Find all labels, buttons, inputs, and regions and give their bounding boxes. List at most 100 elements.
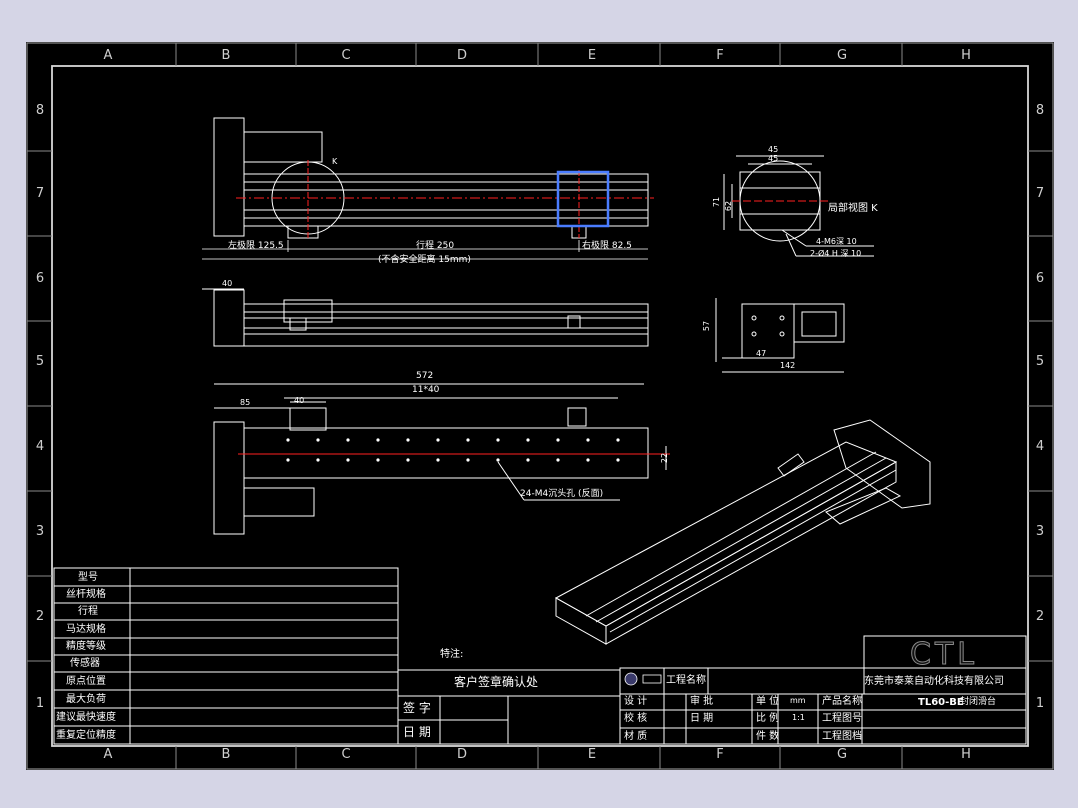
zone-row-right: 4 bbox=[1035, 439, 1045, 454]
zone-row-left: 8 bbox=[35, 103, 45, 118]
zone-col-top: C bbox=[341, 48, 351, 63]
zone-row-right: 8 bbox=[1035, 103, 1045, 118]
review-label: 审 批 bbox=[690, 696, 714, 707]
model-name: TL60-BE bbox=[918, 697, 964, 708]
customer-date-label: 日 期 bbox=[403, 725, 431, 739]
spec-label-origin: 原点位置 bbox=[66, 676, 106, 687]
hole-pitch-dim: 11*40 bbox=[412, 385, 440, 395]
stroke-dim: 行程 250 bbox=[416, 241, 455, 251]
dim-57: 57 bbox=[702, 320, 712, 332]
pin-holes-note: 2-Ø4 H 深 10 bbox=[810, 249, 862, 258]
right-limit-dim: 右极限 82.5 bbox=[582, 241, 632, 251]
front-view bbox=[213, 117, 649, 239]
spec-label-sensor: 传感器 bbox=[70, 658, 100, 669]
scale-value: 1:1 bbox=[792, 713, 805, 722]
zone-col-top: A bbox=[103, 48, 113, 63]
zone-row-left: 3 bbox=[35, 524, 45, 539]
zone-col-bottom: D bbox=[456, 747, 467, 762]
zone-row-left: 7 bbox=[35, 186, 45, 201]
dim-62: 62 bbox=[724, 200, 734, 212]
model-suffix: 封闭滑台 bbox=[960, 697, 997, 707]
scale-label: 比 例 bbox=[756, 713, 780, 724]
dim-85: 85 bbox=[240, 398, 251, 407]
zone-col-bottom: H bbox=[961, 747, 971, 762]
zone-col-bottom: B bbox=[221, 747, 231, 762]
spec-label-motor: 马达规格 bbox=[66, 624, 106, 635]
tapped-holes-note: 4-M6深 10 bbox=[816, 237, 857, 246]
zone-row-right: 2 bbox=[1035, 609, 1045, 624]
dim-40-bottom: 40 bbox=[294, 396, 305, 405]
overall-length-dim: 572 bbox=[416, 371, 434, 381]
spec-label-repeatability: 重复定位精度 bbox=[56, 730, 116, 741]
outer-border bbox=[26, 42, 1054, 770]
zone-col-top: G bbox=[836, 48, 848, 63]
zone-col-top: F bbox=[716, 48, 724, 63]
zone-row-right: 7 bbox=[1035, 186, 1045, 201]
zone-row-left: 2 bbox=[35, 609, 45, 624]
zone-row-right: 3 bbox=[1035, 524, 1045, 539]
design-label: 设 计 bbox=[624, 696, 648, 707]
bottom-holes bbox=[286, 438, 620, 462]
customer-sign-label: 签 字 bbox=[403, 701, 431, 715]
zone-row-left: 1 bbox=[35, 696, 45, 711]
detail-view-label: 局部视图 K bbox=[828, 203, 878, 214]
spec-label-stroke: 行程 bbox=[78, 606, 98, 617]
notes-label: 特注: bbox=[440, 649, 464, 660]
zone-col-bottom: C bbox=[341, 747, 351, 762]
zone-row-right: 5 bbox=[1035, 354, 1045, 369]
company-name: 东莞市泰莱自动化科技有限公司 bbox=[864, 676, 1004, 687]
zone-col-top: D bbox=[456, 48, 467, 63]
spec-label-model: 型号 bbox=[78, 572, 98, 583]
zone-row-right: 6 bbox=[1035, 271, 1045, 286]
zone-col-top: E bbox=[587, 48, 597, 63]
archive-label: 工程图档 bbox=[822, 731, 862, 742]
iso-view bbox=[554, 419, 931, 645]
spec-table-lines bbox=[53, 567, 399, 745]
pieces-label: 件 数 bbox=[756, 731, 780, 742]
spec-label-accuracy: 精度等级 bbox=[66, 641, 106, 652]
unit-label: 单 位 bbox=[756, 696, 780, 707]
cad-drawing bbox=[26, 42, 1054, 770]
dim-22: 22 bbox=[660, 452, 670, 464]
zone-col-bottom: E bbox=[587, 747, 597, 762]
dim-142: 142 bbox=[780, 361, 796, 370]
carriage-highlight bbox=[556, 170, 610, 228]
material-label: 材 质 bbox=[624, 731, 648, 742]
zone-col-top: H bbox=[961, 48, 971, 63]
drawing-no-label: 工程图号 bbox=[822, 713, 862, 724]
drawing-sheet: A B C D E F G H A B C D E F G H 8 7 6 5 … bbox=[26, 42, 1054, 770]
zone-col-bottom: G bbox=[836, 747, 848, 762]
customer-confirm-title: 客户签章确认处 bbox=[454, 675, 539, 689]
bottom-view bbox=[213, 383, 667, 535]
spec-label-max-load: 最大负荷 bbox=[66, 694, 106, 705]
title-block-lines bbox=[619, 635, 1027, 745]
zone-row-right: 1 bbox=[1035, 696, 1045, 711]
check-label: 校 核 bbox=[624, 713, 648, 724]
company-logo: CTL bbox=[910, 637, 978, 672]
dim-71: 71 bbox=[712, 196, 722, 208]
zone-row-left: 6 bbox=[35, 271, 45, 286]
dim-45-outer: 45 bbox=[768, 145, 779, 154]
top-view-dim-40: 40 bbox=[222, 279, 233, 288]
top-view bbox=[202, 288, 649, 347]
date-label: 日 期 bbox=[690, 713, 714, 724]
zone-row-left: 4 bbox=[35, 439, 45, 454]
zone-ticks bbox=[27, 43, 1053, 769]
project-name-label: 工程名称 bbox=[666, 675, 706, 686]
zone-col-bottom: F bbox=[716, 747, 724, 762]
zone-col-top: B bbox=[221, 48, 231, 63]
safety-distance-note: (不含安全距离 15mm) bbox=[378, 255, 471, 265]
spec-label-max-speed: 建议最快速度 bbox=[56, 712, 116, 723]
dim-47: 47 bbox=[756, 349, 767, 358]
k-mark: K bbox=[332, 157, 338, 166]
zone-row-left: 5 bbox=[35, 354, 45, 369]
unit-value: mm bbox=[790, 696, 806, 705]
side-view bbox=[715, 298, 845, 373]
inner-border bbox=[51, 65, 1029, 747]
projection-symbol bbox=[624, 672, 638, 686]
spec-label-screw: 丝杆规格 bbox=[66, 589, 106, 600]
product-name-label: 产品名称 bbox=[822, 696, 862, 707]
zone-col-bottom: A bbox=[103, 747, 113, 762]
countersunk-holes-note: 24-M4沉头孔 (反面) bbox=[520, 489, 604, 499]
left-limit-dim: 左极限 125.5 bbox=[228, 241, 284, 251]
